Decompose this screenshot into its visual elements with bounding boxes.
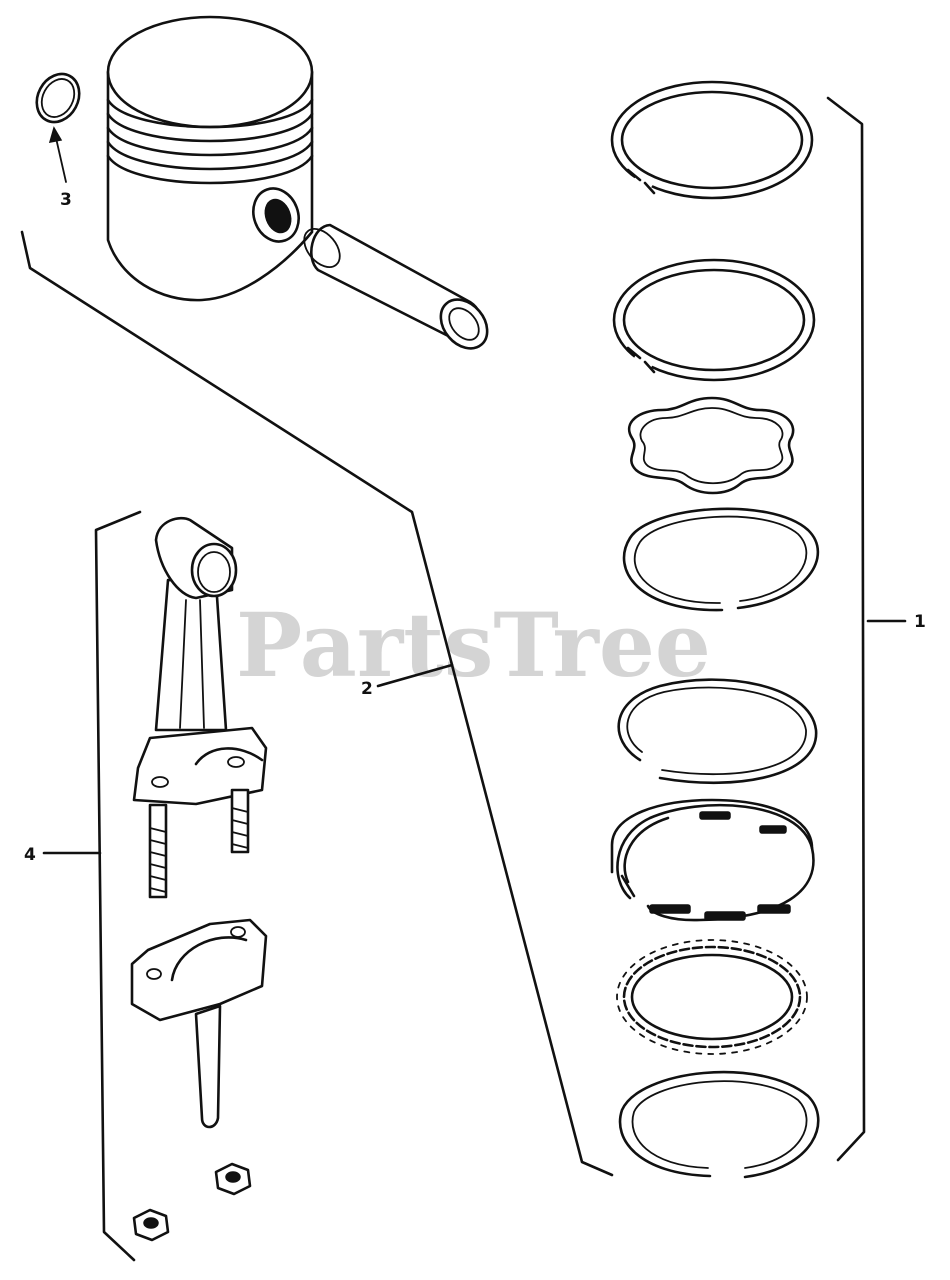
rod-nut[interactable] <box>132 1208 170 1242</box>
piston[interactable] <box>106 15 314 302</box>
ring-set[interactable] <box>610 80 820 1179</box>
oil-control-ring <box>610 798 815 922</box>
piston-pin[interactable] <box>297 222 497 357</box>
compression-ring-top <box>610 80 814 200</box>
callout-1[interactable]: 1 <box>914 612 926 632</box>
bracket-4 <box>94 510 142 1262</box>
oil-ring-rail-lower <box>617 678 818 785</box>
callout-4[interactable]: 4 <box>24 845 36 865</box>
oil-ring-rail-upper <box>622 507 820 612</box>
callout-3[interactable]: 3 <box>60 190 72 210</box>
rod-nut[interactable] <box>214 1162 252 1196</box>
expander-ring-wavy <box>628 396 795 495</box>
expander-ring-crimped <box>616 939 808 1055</box>
bracket-1 <box>826 96 866 1162</box>
snap-ring[interactable] <box>29 67 88 130</box>
connecting-rod[interactable] <box>130 516 268 1242</box>
callout-arrow-3 <box>48 126 67 183</box>
watermark-text: PartsTree <box>236 593 711 697</box>
bracket-2 <box>20 230 614 1177</box>
callout-leader-2 <box>376 663 454 688</box>
compression-ring-bottom <box>618 1070 820 1179</box>
callout-2[interactable]: 2 <box>361 679 373 699</box>
compression-ring-second <box>612 258 816 382</box>
